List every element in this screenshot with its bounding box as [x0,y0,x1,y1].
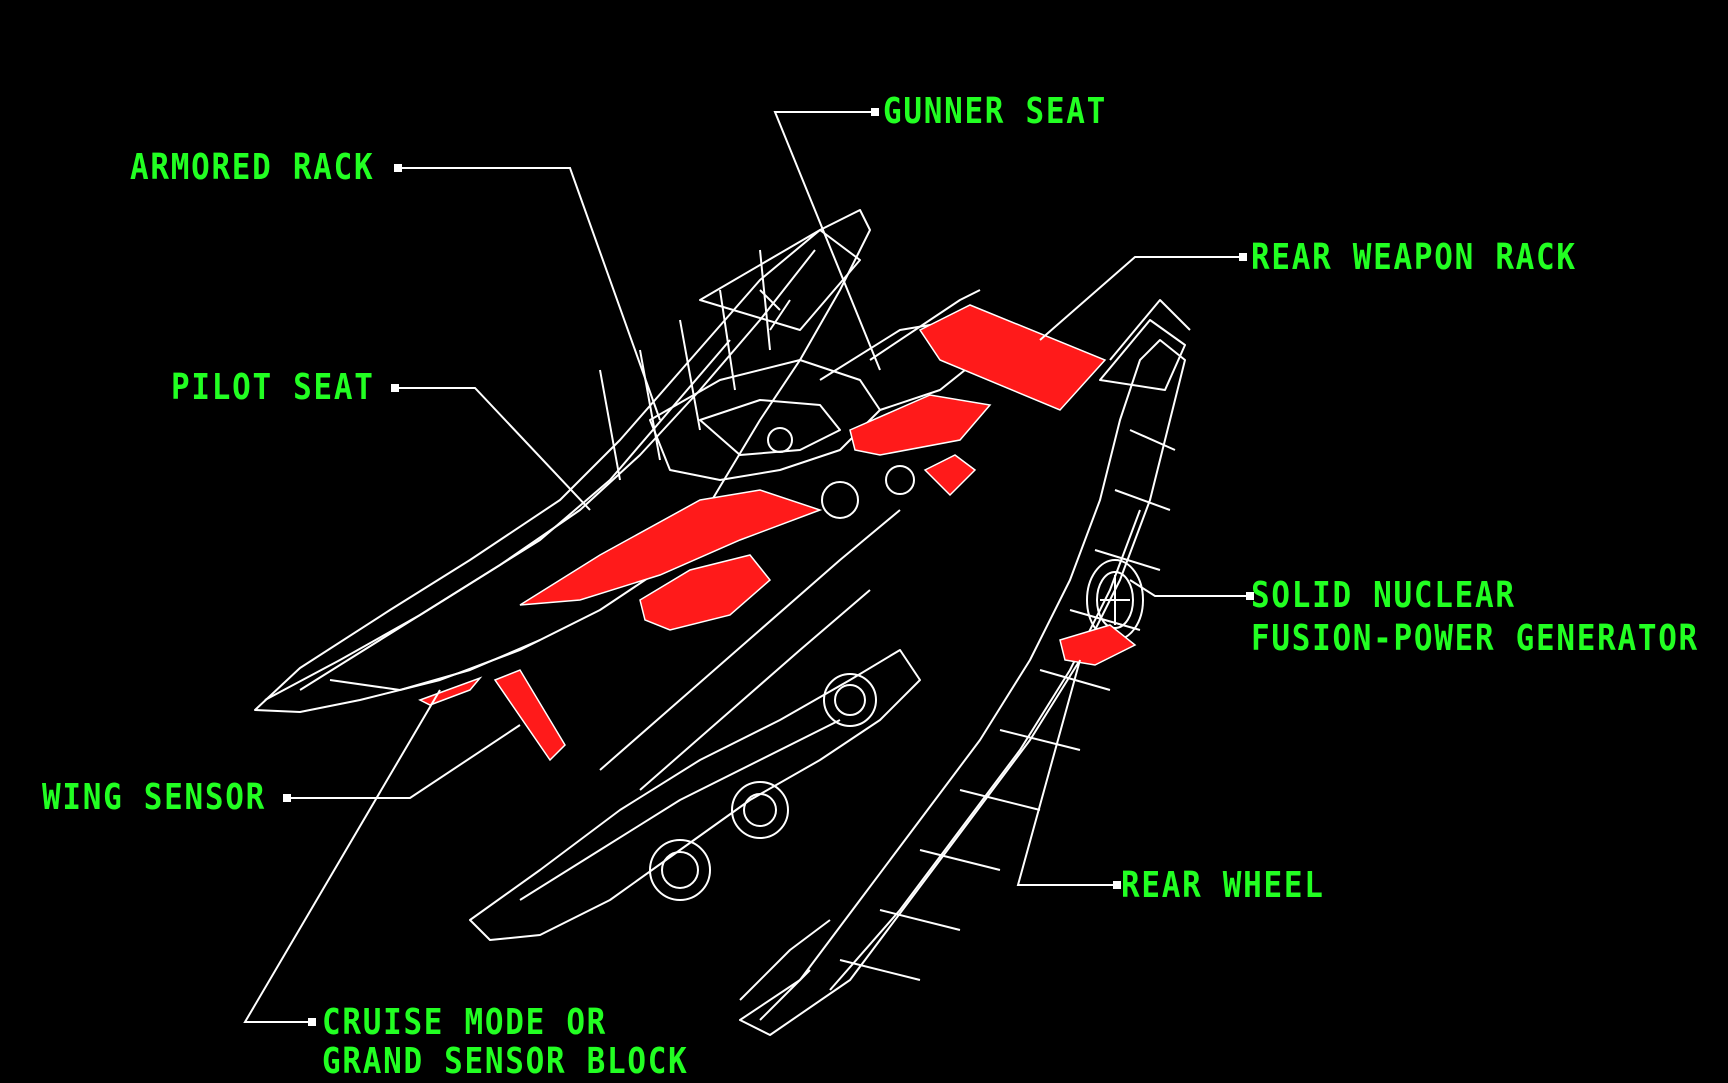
rack-block-part [923,454,977,497]
gunner-seat-part [849,394,992,456]
label-cruise-line1: CRUISE MODE OR [322,1002,608,1043]
leader-lines [243,111,1250,1023]
label-rear-weapon-rack: REAR WEAPON RACK [1251,237,1577,278]
highlight-parts [418,304,1137,762]
wing-sensor-leader [287,724,521,799]
label-pilot-seat: PILOT SEAT [171,367,375,408]
cruise-leader [243,689,441,1023]
armored-rack-part [519,489,823,606]
gunner-seat-leader [773,111,881,371]
generator-leader [1129,579,1250,597]
pilot-seat-leader [395,387,591,511]
generator-part [1059,624,1137,666]
pilot-seat-part [639,554,772,631]
label-rear-wheel: REAR WHEEL [1121,865,1325,906]
label-gunner-seat: GUNNER SEAT [883,91,1107,132]
rear-weapon-rack-part [918,304,1107,411]
label-cruise-line2: GRAND SENSOR BLOCK [322,1041,689,1082]
label-generator-line2: FUSION-POWER GENERATOR [1251,618,1699,659]
vehicle-wireframe [254,209,1191,1036]
armored-rack-leader [398,167,661,421]
leader-dots [283,108,1254,1026]
wing-sensor-part [493,669,566,762]
label-generator-line1: SOLID NUCLEAR [1251,575,1516,616]
rear-wheel-leader [1016,659,1117,886]
rear-weapon-rack-leader [1039,256,1243,341]
label-armored-rack: ARMORED RACK [130,147,375,188]
label-wing-sensor: WING SENSOR [42,777,266,818]
